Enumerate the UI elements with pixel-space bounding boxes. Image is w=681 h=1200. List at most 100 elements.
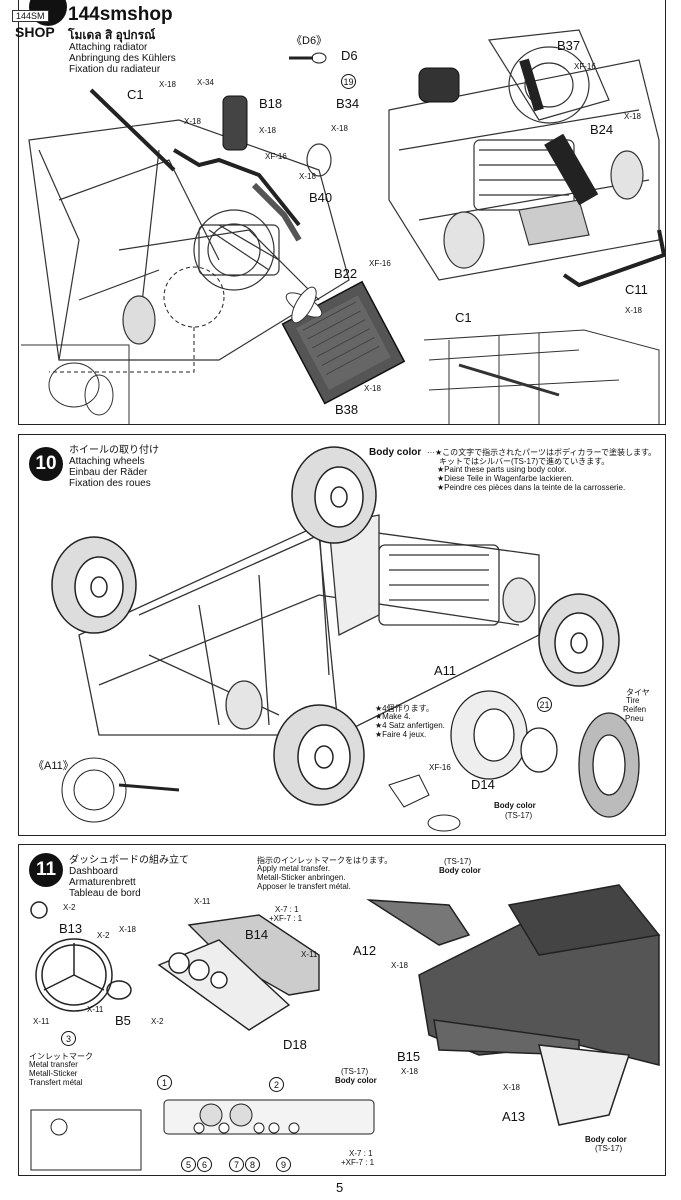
paint-xf16-c: XF-16	[574, 62, 596, 71]
body-color-label-c: Body color	[585, 1135, 627, 1144]
ref-marker-3: 3	[61, 1031, 76, 1046]
part-b14: B14	[245, 927, 269, 942]
screw-x18-f: X-18	[331, 124, 348, 133]
screw-x18-b: X-18	[184, 117, 201, 126]
step-10-title-line-3: Einbau der Räder	[69, 467, 148, 478]
screw-x34: X-34	[197, 78, 214, 87]
transfer-note-4: Apposer le transfert métal.	[257, 882, 351, 891]
part-c11: C11	[625, 282, 648, 297]
marker-8: 8	[245, 1157, 260, 1172]
shop-name: 144smshop	[68, 4, 173, 25]
part-b24: B24	[590, 122, 614, 137]
ref-marker-19: 19	[341, 74, 356, 89]
step-11-title-line-1: ダッシュボードの組み立て	[69, 855, 189, 866]
tool-d6-icon	[289, 52, 329, 64]
body-color-note-1: ···★この文字で指示されたパーツはボディカラーで塗装します。	[427, 448, 657, 457]
body-color-note-5: ★Peindre ces pièces dans la teinte de la…	[437, 483, 626, 492]
tire-label-3: Reifen	[623, 705, 647, 714]
page-number: 5	[336, 1180, 344, 1195]
part-c1-bottom: C1	[455, 310, 472, 325]
marker-1: 1	[157, 1075, 172, 1090]
part-b13: B13	[59, 921, 83, 936]
step-11-illustration	[30, 884, 661, 1171]
step-10-title-line-2: Attaching wheels	[69, 456, 145, 467]
marker-9: 9	[276, 1157, 291, 1172]
step-11-title-line-3: Armaturenbrett	[69, 877, 136, 888]
step-10-title-line-1: ホイールの取り付け	[69, 445, 159, 456]
screw-x18-b: X-18	[391, 961, 408, 970]
screw-x18-e: X-18	[364, 384, 381, 393]
body-color-note-2: キットではシルバー(TS-17)で進めていきます。	[439, 457, 610, 466]
part-b40: B40	[309, 190, 333, 205]
step-9-panel: Attaching radiator Anbringung des Kühler…	[18, 0, 666, 425]
part-b37: B37	[557, 38, 581, 53]
screw-x18-c: X-18	[401, 1067, 418, 1076]
body-color-a-code: (TS-17)	[505, 811, 533, 820]
tire-label-4: Pneu	[625, 714, 644, 723]
body-color-a-label: Body color	[494, 801, 536, 810]
screw-x11-b: X-11	[87, 1005, 104, 1014]
part-b15: B15	[397, 1049, 421, 1064]
screw-x7-1b: X-7 : 1	[349, 1149, 373, 1158]
transfer-note-2: Apply metal transfer.	[257, 864, 330, 873]
screw-x18-d: X-18	[299, 172, 316, 181]
transfer-title-3: Metall-Sticker	[29, 1069, 78, 1078]
part-b38: B38	[335, 402, 359, 417]
part-c1-top: C1	[127, 87, 144, 102]
body-color-note-3: ★Paint these parts using body color.	[437, 465, 567, 474]
transfer-title-1: インレットマーク	[29, 1052, 93, 1061]
screw-x18-d: X-18	[503, 1083, 520, 1092]
make-4-line-3: ★4 Satz anfertigen.	[375, 721, 445, 730]
part-b22: B22	[334, 266, 358, 281]
step-9-title-line-3: Fixation du radiateur	[69, 64, 161, 75]
screw-x11-a: X-11	[33, 1017, 50, 1026]
body-color-label-b: Body color	[439, 866, 481, 875]
step-11-title-line-2: Dashboard	[69, 866, 118, 877]
screw-xf7-1b: +XF-7 : 1	[341, 1158, 375, 1167]
part-d14: D14	[471, 777, 495, 792]
step-10-title-line-4: Fixation des roues	[69, 478, 151, 489]
screw-x11-d: X-11	[301, 950, 318, 959]
step-11-title-line-4: Tableau de bord	[69, 888, 141, 899]
step-10-illustration	[51, 446, 640, 832]
marker-2: 2	[269, 1077, 284, 1092]
tire-label-1: タイヤ	[626, 688, 650, 697]
screw-x18-a: X-18	[119, 925, 136, 934]
tire-label-2: Tire	[626, 696, 640, 705]
screw-x18-h: X-18	[625, 306, 642, 315]
body-color-heading: Body color	[369, 447, 422, 458]
make-4-line-2: ★Make 4.	[375, 712, 411, 721]
part-d6: D6	[341, 48, 358, 63]
tool-a11-label: 《A11》	[33, 760, 74, 772]
transfer-note-3: Metall-Sticker anbringen.	[257, 873, 346, 882]
shop-tagline: โมเดล สิ อุปกรณ์	[68, 28, 156, 42]
shop-logo-top: 144SM	[12, 10, 49, 22]
marker-6: 6	[197, 1157, 212, 1172]
paint-ts17-b: (TS-17)	[444, 857, 472, 866]
screw-x11-c: X-11	[194, 897, 211, 906]
screw-x2-b: X-2	[97, 931, 110, 940]
screw-x18-g: X-18	[624, 112, 641, 121]
screw-x18-a: X-18	[159, 80, 176, 89]
part-b18: B18	[259, 96, 283, 111]
step-11-number: 11	[29, 853, 63, 887]
screw-x7-1: X-7 : 1	[275, 905, 299, 914]
paint-xf16-a: XF-16	[265, 152, 287, 161]
part-b34: B34	[336, 96, 360, 111]
step-10-panel: 10 ホイールの取り付け Attaching wheels Einbau der…	[18, 434, 666, 836]
screw-x2-a: X-2	[63, 903, 76, 912]
paint-xf16-b: XF-16	[369, 259, 391, 268]
paint-xf16: XF-16	[429, 763, 451, 772]
transfer-title-4: Transfert métal	[29, 1078, 83, 1087]
part-d18: D18	[283, 1037, 307, 1052]
screw-x2-c: X-2	[151, 1017, 164, 1026]
screw-x18-c: X-18	[259, 126, 276, 135]
step-9-illustration	[21, 29, 665, 424]
paint-ts17-a: (TS-17)	[341, 1067, 369, 1076]
step-9-title-line-1: Attaching radiator	[69, 42, 148, 53]
ref-marker-21: 21	[537, 697, 552, 712]
part-a12: A12	[353, 943, 377, 958]
part-a13: A13	[502, 1109, 526, 1124]
body-color-label-a: Body color	[335, 1076, 377, 1085]
body-color-note-4: ★Diese Teile in Wagenfarbe lackieren.	[437, 474, 574, 483]
